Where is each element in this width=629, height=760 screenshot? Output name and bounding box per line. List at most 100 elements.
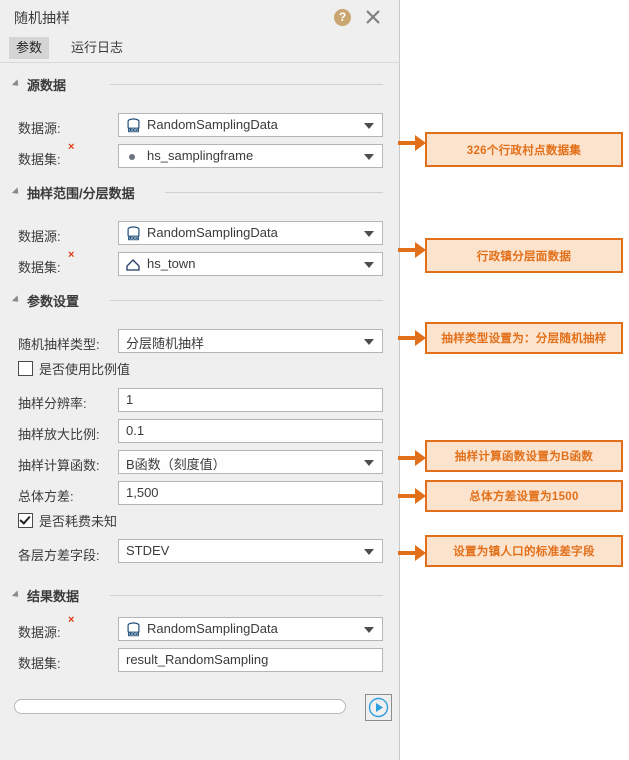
play-icon (368, 697, 389, 718)
input-source-dataset[interactable]: hs_samplingframe (118, 144, 383, 168)
annotation-arrow-head-1 (415, 135, 426, 151)
section-rule-source (110, 84, 383, 85)
label-calc-function: 抽样计算函数: (18, 458, 100, 473)
annotation-callout-4: 抽样计算函数设置为B函数 (425, 440, 623, 472)
value-total-variance: 1,500 (126, 485, 159, 500)
value-sampling-type: 分层随机抽样 (126, 336, 205, 351)
title-bar: 随机抽样 ? (0, 0, 399, 35)
database-icon: UDB (125, 622, 142, 638)
label-range-dataset: 数据集: (18, 260, 61, 275)
input-resolution[interactable]: 1 (118, 388, 383, 412)
value-result-dataset: result_RandomSampling (126, 652, 269, 667)
section-header-range[interactable]: 抽样范围/分层数据 (11, 183, 135, 201)
window-title: 随机抽样 (14, 10, 70, 26)
form-body: 源数据 数据源: UDB RandomSamplingData 数据集: × h… (0, 63, 400, 760)
checkbox-box-use-ratio[interactable] (18, 361, 33, 376)
annotation-callout-5: 总体方差设置为1500 (425, 480, 623, 512)
input-range-datasource[interactable]: UDB RandomSamplingData (118, 221, 383, 245)
section-title-source: 源数据 (27, 78, 67, 93)
input-calc-function[interactable]: B函数（刻度值） (118, 450, 383, 474)
label-source-dataset: 数据集: (18, 152, 61, 167)
section-header-result[interactable]: 结果数据 (11, 586, 80, 604)
section-title-range: 抽样范围/分层数据 (27, 186, 135, 201)
annotation-arrow-head-6 (415, 545, 426, 561)
database-icon: UDB (125, 118, 142, 134)
random-sampling-dialog: 随机抽样 ? 参数 运行日志 源数据 数据源: UDB (0, 0, 400, 760)
annotation-arrow-head-4 (415, 450, 426, 466)
tab-divider (0, 62, 400, 63)
svg-text:UDB: UDB (129, 631, 138, 636)
chevron-down-icon[interactable] (364, 460, 374, 466)
annotation-callout-6: 设置为镇人口的标准差字段 (425, 535, 623, 567)
input-result-datasource[interactable]: UDB RandomSamplingData (118, 617, 383, 641)
value-calc-function: B函数（刻度值） (126, 457, 226, 472)
section-title-result: 结果数据 (27, 589, 80, 604)
annotation-arrow-head-3 (415, 330, 426, 346)
label-total-variance: 总体方差: (18, 489, 74, 504)
close-icon[interactable] (363, 7, 383, 27)
value-stratum-variance-field: STDEV (126, 543, 170, 558)
annotation-arrow-head-5 (415, 488, 426, 504)
section-title-params: 参数设置 (27, 294, 80, 309)
required-marker-result-datasource: × (68, 614, 75, 626)
input-stratum-variance-field[interactable]: STDEV (118, 539, 383, 563)
annotation-callout-2: 行政镇分层面数据 (425, 238, 623, 273)
annotation-callout-3: 抽样类型设置为：分层随机抽样 (425, 322, 623, 354)
value-range-datasource: RandomSamplingData (147, 225, 278, 240)
annotation-arrow-head-2 (415, 242, 426, 258)
label-result-datasource: 数据源: (18, 625, 61, 640)
collapse-triangle-icon[interactable] (11, 589, 22, 600)
section-header-params[interactable]: 参数设置 (11, 291, 80, 309)
label-sampling-type: 随机抽样类型: (18, 337, 100, 352)
input-result-dataset[interactable]: result_RandomSampling (118, 648, 383, 672)
chevron-down-icon[interactable] (364, 339, 374, 345)
checkbox-use-ratio[interactable]: 是否使用比例值 (18, 359, 130, 377)
required-marker-source-dataset: × (68, 141, 75, 153)
collapse-triangle-icon[interactable] (11, 186, 22, 197)
help-icon[interactable]: ? (334, 9, 351, 26)
annotation-callout-1: 326个行政村点数据集 (425, 132, 623, 167)
point-dataset-icon (129, 154, 135, 160)
chevron-down-icon[interactable] (364, 154, 374, 160)
input-sampling-type[interactable]: 分层随机抽样 (118, 329, 383, 353)
value-range-dataset: hs_town (147, 256, 196, 271)
chevron-down-icon[interactable] (364, 627, 374, 633)
chevron-down-icon[interactable] (364, 231, 374, 237)
value-source-datasource: RandomSamplingData (147, 117, 278, 132)
section-rule-params (110, 300, 383, 301)
annotation-arrow-line-1 (398, 141, 420, 145)
svg-text:UDB: UDB (129, 127, 138, 132)
progress-bar (14, 699, 346, 714)
tab-bar: 参数 运行日志 (0, 35, 400, 62)
chevron-down-icon[interactable] (364, 549, 374, 555)
section-header-source[interactable]: 源数据 (11, 75, 67, 93)
collapse-triangle-icon[interactable] (11, 78, 22, 89)
run-button[interactable] (365, 694, 392, 721)
tab-run-log[interactable]: 运行日志 (71, 40, 124, 55)
checkbox-label-cost-unknown: 是否耗费未知 (39, 514, 118, 529)
label-resolution: 抽样分辨率: (18, 396, 87, 411)
section-rule-range (165, 192, 383, 193)
tab-parameters[interactable]: 参数 (9, 37, 50, 59)
checkbox-box-cost-unknown[interactable] (18, 513, 33, 528)
value-scale-ratio: 0.1 (126, 423, 145, 438)
value-result-datasource: RandomSamplingData (147, 621, 278, 636)
collapse-triangle-icon[interactable] (11, 294, 22, 305)
input-source-datasource[interactable]: UDB RandomSamplingData (118, 113, 383, 137)
input-total-variance[interactable]: 1,500 (118, 481, 383, 505)
database-icon: UDB (125, 226, 142, 242)
checkbox-cost-unknown[interactable]: 是否耗费未知 (18, 511, 118, 529)
label-scale-ratio: 抽样放大比例: (18, 427, 100, 442)
annotation-arrow-line-3 (398, 336, 420, 340)
input-range-dataset[interactable]: hs_town (118, 252, 383, 276)
label-source-datasource: 数据源: (18, 121, 61, 136)
input-scale-ratio[interactable]: 0.1 (118, 419, 383, 443)
label-stratum-variance-field: 各层方差字段: (18, 548, 100, 563)
value-source-dataset: hs_samplingframe (147, 148, 254, 163)
chevron-down-icon[interactable] (364, 123, 374, 129)
polygon-dataset-icon (125, 258, 142, 274)
value-resolution: 1 (126, 392, 134, 407)
label-result-dataset: 数据集: (18, 656, 61, 671)
chevron-down-icon[interactable] (364, 262, 374, 268)
annotation-arrow-line-4 (398, 456, 420, 460)
